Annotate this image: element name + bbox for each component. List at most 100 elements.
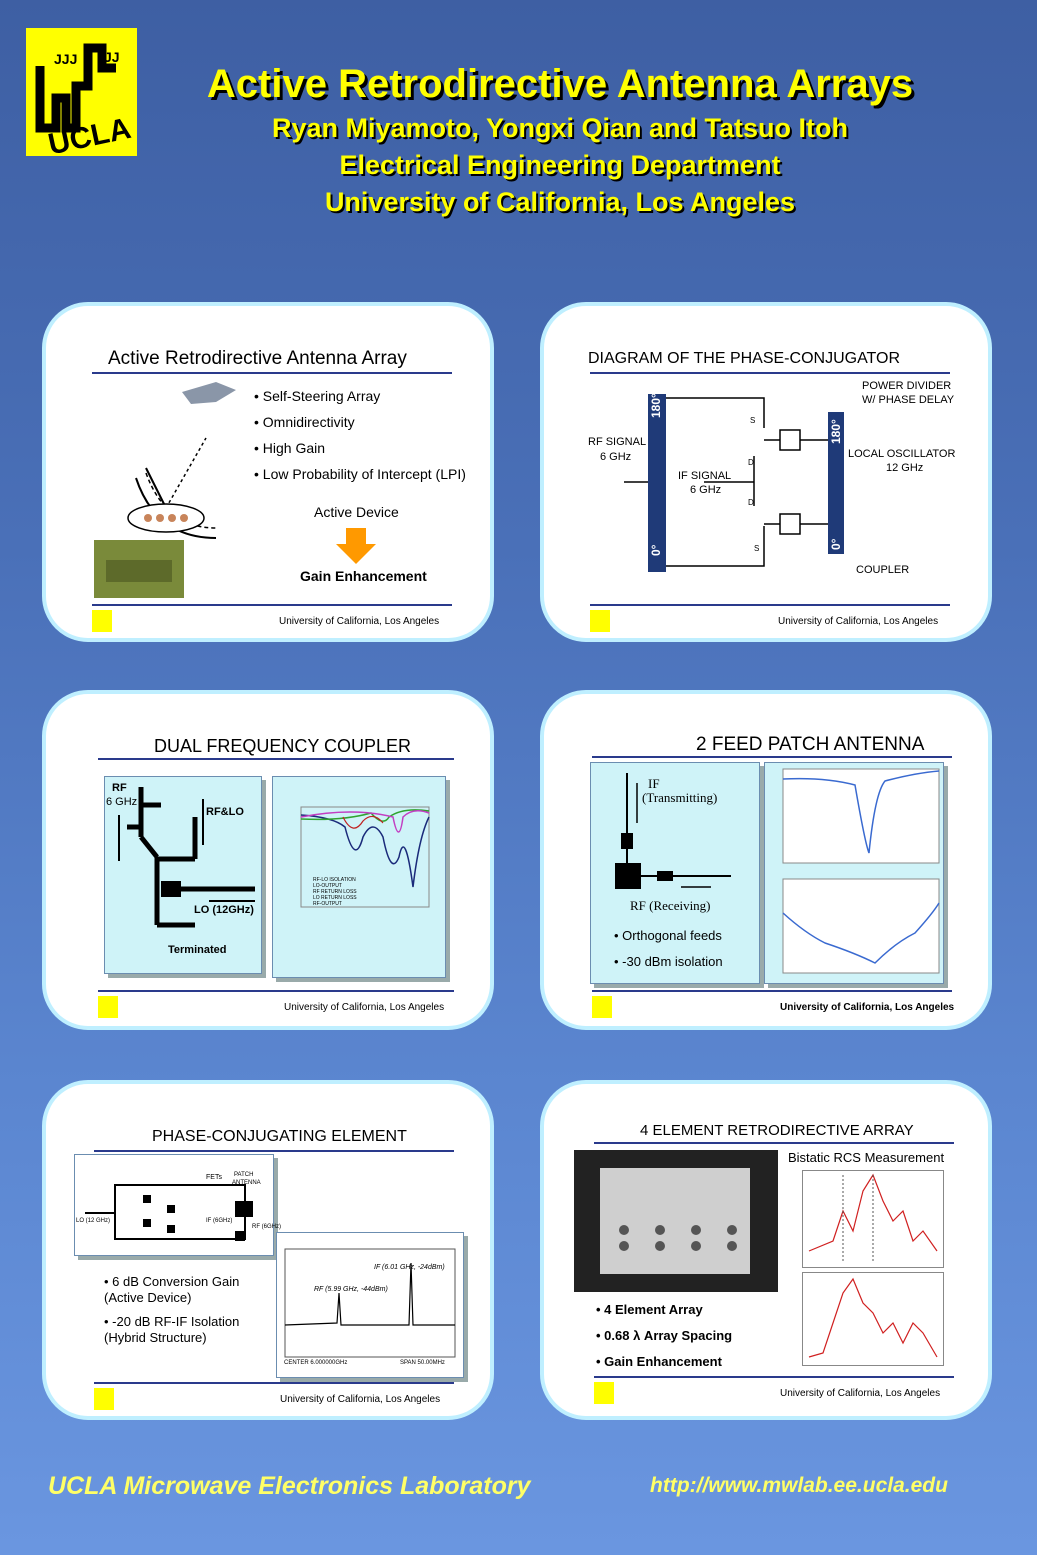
element-layout-box [74, 1154, 274, 1256]
ucla-mini-logo [92, 610, 112, 632]
rcs-chart-top [802, 1170, 944, 1268]
gain-enhancement-label: Gain Enhancement [300, 568, 427, 584]
ucla-mini-logo [594, 1382, 614, 1404]
title-rule [594, 1142, 954, 1144]
deg-0-right: 0° [829, 538, 843, 550]
phase-conjugator-diagram [624, 394, 844, 572]
drain-d-top: D [748, 458, 754, 467]
lo-label: LO (12GHz) [194, 904, 254, 916]
ucla-mini-logo [590, 610, 610, 632]
rf-label: RF (6GHz) [252, 1224, 281, 1230]
coupler-layout-drawing [118, 787, 255, 928]
panel-footer: University of California, Los Angeles [280, 1394, 441, 1405]
center-freq-label: CENTER 6.000000GHz [284, 1360, 348, 1366]
deg-0-left: 0° [649, 544, 663, 556]
ucla-logo-icon: JJJ JJ UCLA [35, 43, 134, 161]
panel-dual-frequency-coupler: DUAL FREQUENCY COUPLER RF 6 GHz RF&LO LO… [42, 690, 494, 1030]
if-signal-freq: 6 GHz [690, 484, 722, 496]
bullet-3: • High Gain [254, 440, 326, 456]
footer-rule [94, 1382, 454, 1384]
if-label: IF [648, 776, 660, 791]
rcs-curve-bottom [808, 1277, 938, 1358]
panel-title: PHASE-CONJUGATING ELEMENT [152, 1128, 407, 1145]
ucla-mini-logo [592, 996, 612, 1018]
patch-curves [782, 768, 940, 974]
panel-footer: University of California, Los Angeles [780, 1388, 941, 1399]
patch-label: PATCH [234, 1172, 254, 1178]
department: Electrical Engineering Department [339, 150, 781, 180]
bullet-2: • -20 dB RF-IF Isolation(Hybrid Structur… [104, 1314, 240, 1345]
svg-text:180°: 180° [649, 393, 663, 418]
bullet-1: • 4 Element Array [596, 1302, 703, 1317]
radar-tank-illustration [94, 382, 236, 598]
footer-rule [92, 604, 452, 606]
panel-title: 4 ELEMENT RETRODIRECTIVE ARRAY [640, 1122, 914, 1139]
lo-label: LO (12 GHz) [76, 1218, 111, 1224]
ucla-logo: JJJ JJ UCLA [26, 28, 137, 161]
title-rule [98, 758, 454, 760]
bullet-1: • Orthogonal feeds [614, 928, 722, 943]
panel-2-feed-patch-antenna: 2 FEED PATCH ANTENNA IF (Transmitting) R… [540, 690, 992, 1030]
rf-lo-label: RF&LO [206, 806, 244, 818]
spectrum-trace [284, 1248, 456, 1358]
poster-title: Active Retrodirective Antenna Arrays [206, 62, 914, 106]
fets-label: FETs [206, 1174, 222, 1181]
active-device-label: Active Device [314, 504, 399, 520]
array-photo [574, 1150, 778, 1292]
deg-180-right: 180° [829, 419, 843, 444]
svg-text:180°: 180° [829, 419, 843, 444]
panel-footer: University of California, Los Angeles [284, 1002, 445, 1013]
panel-retrodirective-array: Active Retrodirective Antenna Array • Se… [42, 302, 494, 642]
rf-freq-label: 6 GHz [106, 796, 138, 808]
array-photo-drawing [600, 1168, 750, 1274]
source-s-top: S [750, 416, 756, 425]
patch-antenna-drawing [615, 773, 731, 889]
coupler-label: COUPLER [856, 564, 910, 576]
coupler-layout-box [104, 776, 262, 974]
footer-rule [98, 990, 454, 992]
rf-peak-label: RF (5.99 GHz, -44dBm) [314, 1286, 388, 1293]
ucla-mini-logo [94, 1388, 114, 1410]
svg-text:0°: 0° [649, 544, 663, 556]
rcs-curve-top [808, 1173, 938, 1263]
local-oscillator-label: LOCAL OSCILLATOR [848, 448, 956, 460]
lab-url[interactable]: http://www.mwlab.ee.ucla.edu [650, 1474, 948, 1497]
if-sub-label: (Transmitting) [642, 790, 718, 805]
title-rule [592, 756, 952, 758]
patch-antenna-box [590, 762, 760, 984]
source-s-bottom: S [754, 544, 760, 553]
panel-title: DIAGRAM OF THE PHASE-CONJUGATOR [588, 350, 901, 367]
bullet-1: • Self-Steering Array [254, 388, 381, 404]
bullet-2: • 0.68 λ Array Spacing [596, 1328, 733, 1343]
if-signal-label: IF SIGNAL [678, 470, 732, 482]
terminated-label: Terminated [168, 944, 227, 956]
rf-label: RF [112, 782, 127, 794]
title-rule [94, 1150, 454, 1152]
ucla-mini-logo [98, 996, 118, 1018]
antenna-label: ANTENNA [232, 1180, 261, 1186]
panel-title: 2 FEED PATCH ANTENNA [696, 734, 925, 755]
down-arrow-icon [336, 528, 376, 564]
bullet-2: • -30 dBm isolation [614, 954, 723, 969]
patch-measurement-charts [764, 762, 944, 984]
rf-signal-freq: 6 GHz [600, 451, 632, 463]
footer-rule [590, 604, 950, 606]
svg-text:0°: 0° [829, 538, 843, 550]
if-peak-label: IF (6.01 GHz, -24dBm) [374, 1264, 445, 1271]
authors: Ryan Miyamoto, Yongxi Qian and Tatsuo It… [271, 113, 849, 143]
bullet-4: • Low Probability of Intercept (LPI) [254, 466, 466, 482]
footer-rule [594, 1376, 954, 1378]
panel-title: DUAL FREQUENCY COUPLER [154, 736, 412, 756]
svg-text:JJJ: JJJ [54, 51, 77, 67]
panel-phase-conjugating-element: PHASE-CONJUGATING ELEMENT FETs PATCH ANT… [42, 1080, 494, 1420]
lab-name: UCLA Microwave Electronics Laboratory [48, 1472, 531, 1500]
title-rule [590, 372, 950, 374]
title-rule [92, 372, 452, 374]
span-label: SPAN 50.00MHz [400, 1360, 445, 1366]
sparam-curves [300, 806, 430, 908]
university: University of California, Los Angeles [324, 187, 796, 217]
panel-phase-conjugator: DIAGRAM OF THE PHASE-CONJUGATOR 180° 0° … [540, 302, 992, 642]
if-label: IF (6GHz) [206, 1218, 233, 1224]
spectrum-analyzer-plot [276, 1232, 464, 1378]
